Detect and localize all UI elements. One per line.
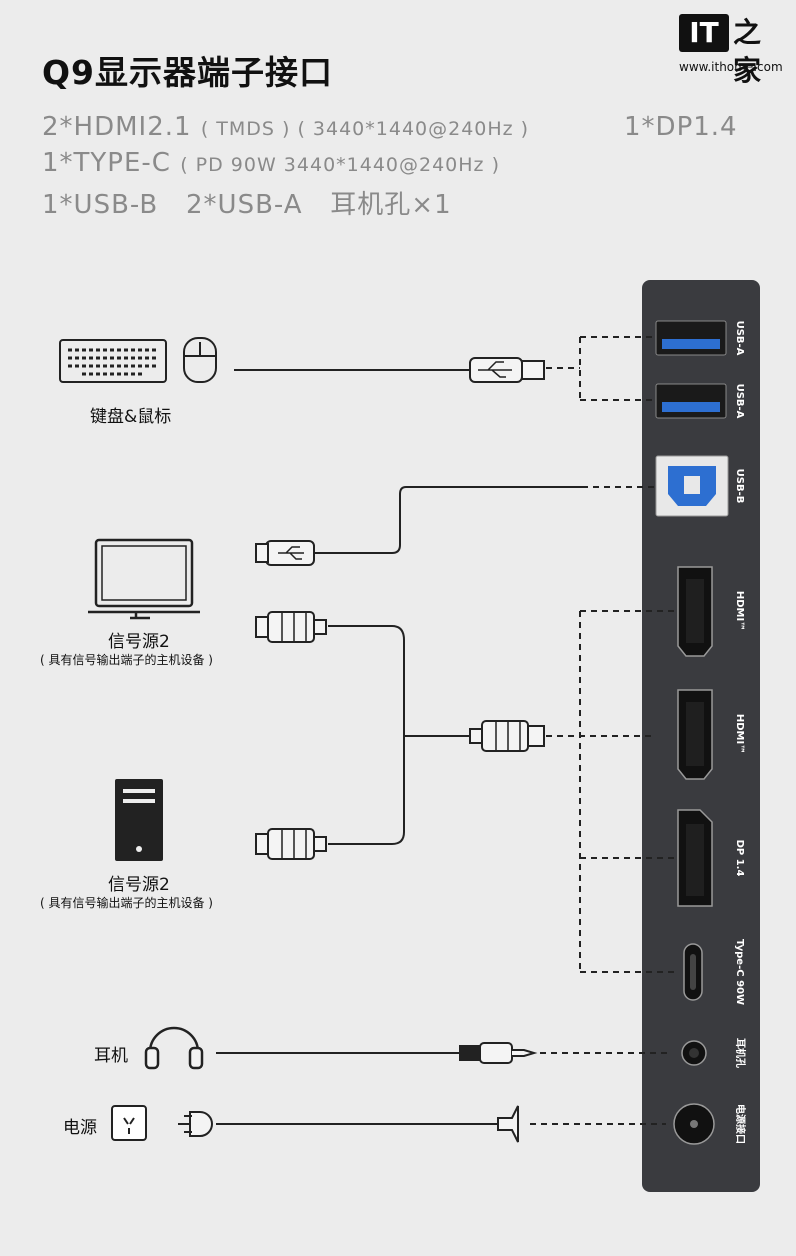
port-label-audio: 耳机孔 bbox=[734, 1038, 747, 1068]
power-jack-port bbox=[673, 1103, 715, 1145]
power-outlet-icon bbox=[111, 1105, 147, 1141]
port-label-usb-a-1: USB-A bbox=[734, 321, 745, 356]
logo-url: www.ithome.com bbox=[679, 60, 783, 74]
headphone-label: 耳机 bbox=[94, 1046, 128, 1066]
source-2-note: ( 具有信号输出端子的主机设备 ) bbox=[40, 896, 213, 910]
source-2-label: 信号源2 bbox=[108, 875, 170, 895]
spec-line-1: 2*HDMI2.1 ( TMDS ) ( 3440*1440@240Hz ) bbox=[42, 112, 529, 142]
port-label-dp: DP 1.4 bbox=[734, 840, 745, 877]
power-label: 电源 bbox=[63, 1118, 97, 1138]
spec-line-3: 1*USB-B 2*USB-A 耳机孔×1 bbox=[42, 190, 452, 220]
port-label-typec: Type-C 90W bbox=[734, 939, 745, 1005]
spec-hdmi-detail: ( TMDS ) ( 3440*1440@240Hz ) bbox=[200, 118, 530, 140]
hdmi-plug-icon-2 bbox=[255, 828, 327, 860]
desktop-tower-icon bbox=[115, 779, 163, 861]
port-label-usb-a-2: USB-A bbox=[734, 384, 745, 419]
laptop-icon bbox=[88, 538, 200, 620]
logo-it-mark: IT bbox=[679, 14, 729, 52]
port-label-power: 电源接口 bbox=[734, 1104, 747, 1144]
port-label-usb-b: USB-B bbox=[734, 469, 745, 504]
port-label-hdmi-1: HDMI™ bbox=[734, 591, 745, 631]
logo-chinese: 之家 bbox=[733, 16, 762, 87]
hdmi-plug-icon-3 bbox=[469, 720, 545, 752]
usb-a-port-1 bbox=[655, 320, 727, 356]
source-1-note: ( 具有信号输出端子的主机设备 ) bbox=[40, 653, 213, 667]
usb-a-port-2 bbox=[655, 383, 727, 419]
hdmi-plug-icon-1 bbox=[255, 611, 327, 643]
spec-line-2: 1*TYPE-C ( PD 90W 3440*1440@240Hz ) bbox=[42, 148, 500, 178]
keyboard-mouse-label: 键盘&鼠标 bbox=[90, 407, 172, 427]
source-1-label: 信号源2 bbox=[108, 632, 170, 652]
mouse-icon bbox=[183, 337, 217, 383]
spec-typec-detail: ( PD 90W 3440*1440@240Hz ) bbox=[180, 154, 500, 176]
hdmi-port-1 bbox=[677, 566, 713, 657]
spec-typec: 1*TYPE-C bbox=[42, 148, 171, 178]
port-label-hdmi-2: HDMI™ bbox=[734, 714, 745, 754]
headphone-icon bbox=[144, 1026, 204, 1070]
spec-hdmi: 2*HDMI2.1 bbox=[42, 112, 192, 142]
power-cable-plug-icon bbox=[178, 1111, 213, 1137]
ithome-logo: IT 之家 www.ithome.com bbox=[679, 14, 787, 87]
usb-b-port bbox=[655, 455, 729, 517]
keyboard-icon bbox=[59, 339, 167, 383]
power-plug-icon bbox=[497, 1105, 519, 1143]
spec-dp: 1*DP1.4 bbox=[624, 112, 738, 142]
typec-port bbox=[683, 943, 703, 1001]
audio-jack-port bbox=[681, 1040, 707, 1066]
usb-b-plug-icon bbox=[255, 540, 315, 566]
audio-plug-icon bbox=[459, 1042, 538, 1064]
cables bbox=[216, 369, 582, 1125]
hdmi-port-2 bbox=[677, 689, 713, 780]
dashed-links bbox=[530, 336, 674, 1125]
page-title: Q9显示器端子接口 bbox=[42, 53, 334, 92]
displayport-port bbox=[677, 809, 713, 907]
usb-a-plug-icon bbox=[469, 357, 545, 383]
